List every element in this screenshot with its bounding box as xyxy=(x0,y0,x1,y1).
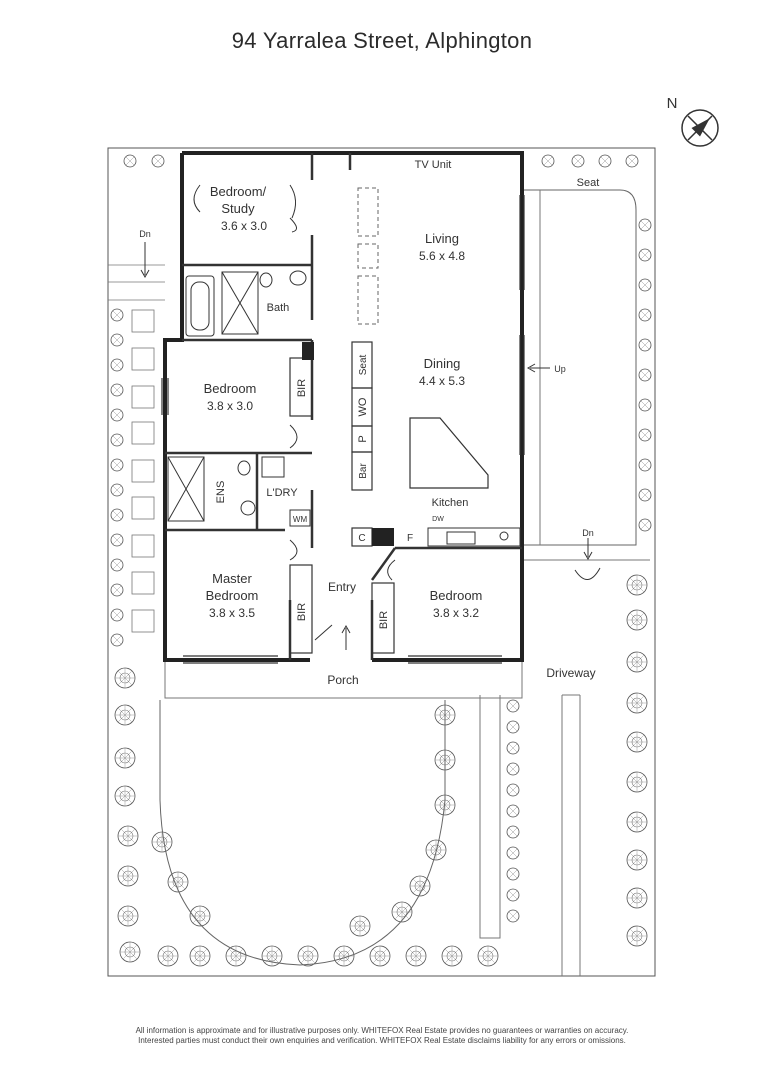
disclaimer-line-2: Interested parties must conduct their ow… xyxy=(138,1036,626,1045)
lawn-outline xyxy=(159,700,446,966)
room-bedroom-study-size: 3.6 x 3.0 xyxy=(221,219,267,233)
room-kitchen-label: Kitchen xyxy=(432,497,469,509)
room-dining-label: Dining xyxy=(424,356,461,371)
kitchen-bench xyxy=(427,527,521,547)
tv-unit-label: TV Unit xyxy=(415,159,452,171)
room-ens-label: ENS xyxy=(215,481,227,504)
bir-label-1: BIR xyxy=(296,379,308,397)
room-bedroom-west-label: Bedroom xyxy=(204,381,257,396)
room-bedroom-west-size: 3.8 x 3.0 xyxy=(207,399,253,413)
disclaimer-line-1: All information is approximate and for i… xyxy=(135,1026,629,1035)
bath-fixtures xyxy=(167,270,509,545)
page-title: 94 Yarralea Street, Alphington xyxy=(231,28,533,53)
room-bedroom-front-size: 3.8 x 3.2 xyxy=(433,606,479,620)
room-entry-label: Entry xyxy=(328,580,356,594)
robes xyxy=(289,341,395,654)
room-bedroom-study-label-2: Study xyxy=(221,201,255,216)
f-label: F xyxy=(407,533,413,544)
porch-outline xyxy=(164,660,523,699)
windows xyxy=(161,195,525,664)
dw-label: DW xyxy=(432,516,444,523)
compass xyxy=(681,109,719,147)
bir-label-2: BIR xyxy=(296,603,308,621)
room-laundry-label: L'DRY xyxy=(266,487,298,499)
room-living-label: Living xyxy=(425,231,459,246)
compass-label: N xyxy=(667,95,678,112)
room-dining-size: 4.4 x 5.3 xyxy=(419,374,465,388)
kitchen-island xyxy=(409,417,489,489)
bir-label-3: BIR xyxy=(378,611,390,629)
room-bedroom-study-label: Bedroom/ xyxy=(210,184,267,199)
dn-label-left: Dn xyxy=(139,229,151,239)
stair-arrows xyxy=(140,242,593,650)
pantry-label: P xyxy=(357,435,369,442)
side-terrace xyxy=(522,189,637,546)
internal-walls xyxy=(165,153,522,660)
disclaimer: All information is approximate and for i… xyxy=(60,1026,704,1046)
dn-label-right: Dn xyxy=(582,528,594,538)
bar-label: Bar xyxy=(358,463,369,479)
room-bedroom-front-label: Bedroom xyxy=(430,588,483,603)
room-living-size: 5.6 x 4.8 xyxy=(419,249,465,263)
room-bath-label: Bath xyxy=(267,302,290,314)
stepping-pads xyxy=(131,309,155,633)
seat-side-label: Seat xyxy=(358,354,369,375)
wm-label: WM xyxy=(293,515,308,524)
driveway-label: Driveway xyxy=(546,666,595,680)
room-master-size: 3.8 x 3.5 xyxy=(209,606,255,620)
up-label: Up xyxy=(554,364,566,374)
room-master-label-1: Master xyxy=(212,571,252,586)
room-porch-label: Porch xyxy=(327,673,358,687)
doors xyxy=(193,184,601,641)
c-label: C xyxy=(358,533,365,544)
living-shelves xyxy=(357,187,379,325)
site-boundary xyxy=(107,147,656,977)
seat-top-label: Seat xyxy=(577,177,600,189)
wo-label: WO xyxy=(357,397,369,416)
driveway-lines xyxy=(479,694,581,976)
room-master-label-2: Bedroom xyxy=(206,588,259,603)
